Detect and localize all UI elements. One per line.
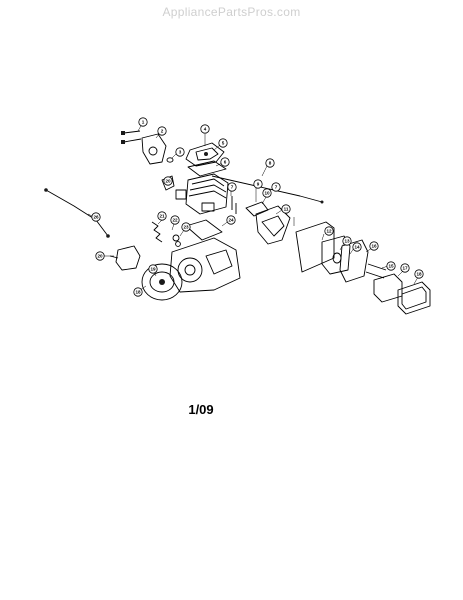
svg-text:7: 7	[231, 185, 234, 190]
svg-text:15: 15	[388, 264, 394, 269]
callout-21: 21	[157, 211, 167, 221]
svg-text:3: 3	[179, 150, 182, 155]
ignition-module-part	[255, 205, 291, 245]
svg-text:4: 4	[204, 127, 207, 132]
fuel-line-part	[45, 189, 109, 237]
callout-2: 2	[157, 126, 167, 136]
screw-set-part	[121, 130, 142, 144]
crankcase-part	[169, 237, 241, 293]
svg-text:23: 23	[183, 225, 189, 230]
flywheel-part	[141, 263, 183, 301]
callout-4: 4	[200, 124, 210, 134]
callout-7b: 7	[271, 182, 281, 192]
heat-shield-part	[295, 221, 335, 273]
crankcase-gasket-part	[185, 219, 223, 241]
callout-23: 23	[181, 222, 191, 232]
svg-text:19: 19	[150, 267, 156, 272]
svg-text:16: 16	[371, 244, 377, 249]
callout-7: 7	[227, 182, 237, 192]
callout-10: 10	[262, 188, 272, 198]
callout-8: 8	[265, 158, 275, 168]
svg-text:18: 18	[135, 290, 141, 295]
callout-1: 1	[138, 117, 148, 127]
o-ring-part	[166, 157, 174, 163]
cylinder-part	[175, 173, 229, 215]
callout-14: 14	[352, 242, 362, 252]
svg-text:5: 5	[222, 141, 225, 146]
callout-13: 13	[342, 236, 352, 246]
gasket-part	[187, 160, 227, 177]
svg-text:12: 12	[326, 229, 332, 234]
svg-text:11: 11	[284, 207, 289, 212]
svg-text:24: 24	[228, 218, 234, 223]
callout-26: 26	[91, 212, 101, 222]
svg-text:1: 1	[142, 120, 145, 125]
callout-6: 6	[220, 157, 230, 167]
callout-5: 5	[218, 138, 228, 148]
muffler-cover-part	[397, 281, 431, 315]
muffler-part	[321, 235, 369, 283]
date-code: 1/09	[188, 402, 214, 417]
muffler-screw-part-b	[365, 271, 385, 279]
callout-17: 17	[400, 263, 410, 273]
throttle-cable-part	[211, 175, 323, 203]
svg-text:13: 13	[344, 239, 350, 244]
callout-20: 20	[163, 176, 173, 186]
svg-text:21: 21	[159, 214, 165, 219]
callout-12: 12	[324, 226, 334, 236]
callout-16: 16	[369, 241, 379, 251]
callout-20b: 20	[95, 251, 105, 261]
watermark: AppliancePartsPros.com	[162, 5, 301, 19]
svg-text:9: 9	[257, 182, 260, 187]
callout-19: 19	[148, 264, 158, 274]
svg-text:20: 20	[97, 254, 103, 259]
spring-part	[151, 221, 181, 247]
muffler-screw-part	[367, 263, 387, 271]
callout-11: 11	[281, 204, 291, 214]
svg-text:10: 10	[264, 191, 270, 196]
svg-text:26: 26	[93, 215, 99, 220]
svg-text:14: 14	[354, 245, 360, 250]
callout-3: 3	[175, 147, 185, 157]
callout-18: 18	[414, 269, 424, 279]
cover-plate-part	[141, 133, 167, 165]
callout-22: 22	[170, 215, 180, 225]
svg-text:22: 22	[172, 218, 178, 223]
svg-text:18: 18	[416, 272, 422, 277]
callout-9: 9	[253, 179, 263, 189]
leader-lines	[87, 123, 419, 291]
callout-15: 15	[386, 261, 396, 271]
callout-18b: 18	[133, 287, 143, 297]
primer-bulb-part	[109, 245, 141, 271]
svg-text:17: 17	[402, 266, 408, 271]
svg-text:20: 20	[165, 179, 171, 184]
svg-text:6: 6	[224, 160, 227, 165]
callout-24: 24	[226, 215, 236, 225]
svg-text:2: 2	[161, 129, 164, 134]
svg-text:8: 8	[269, 161, 272, 166]
svg-text:7: 7	[275, 185, 278, 190]
